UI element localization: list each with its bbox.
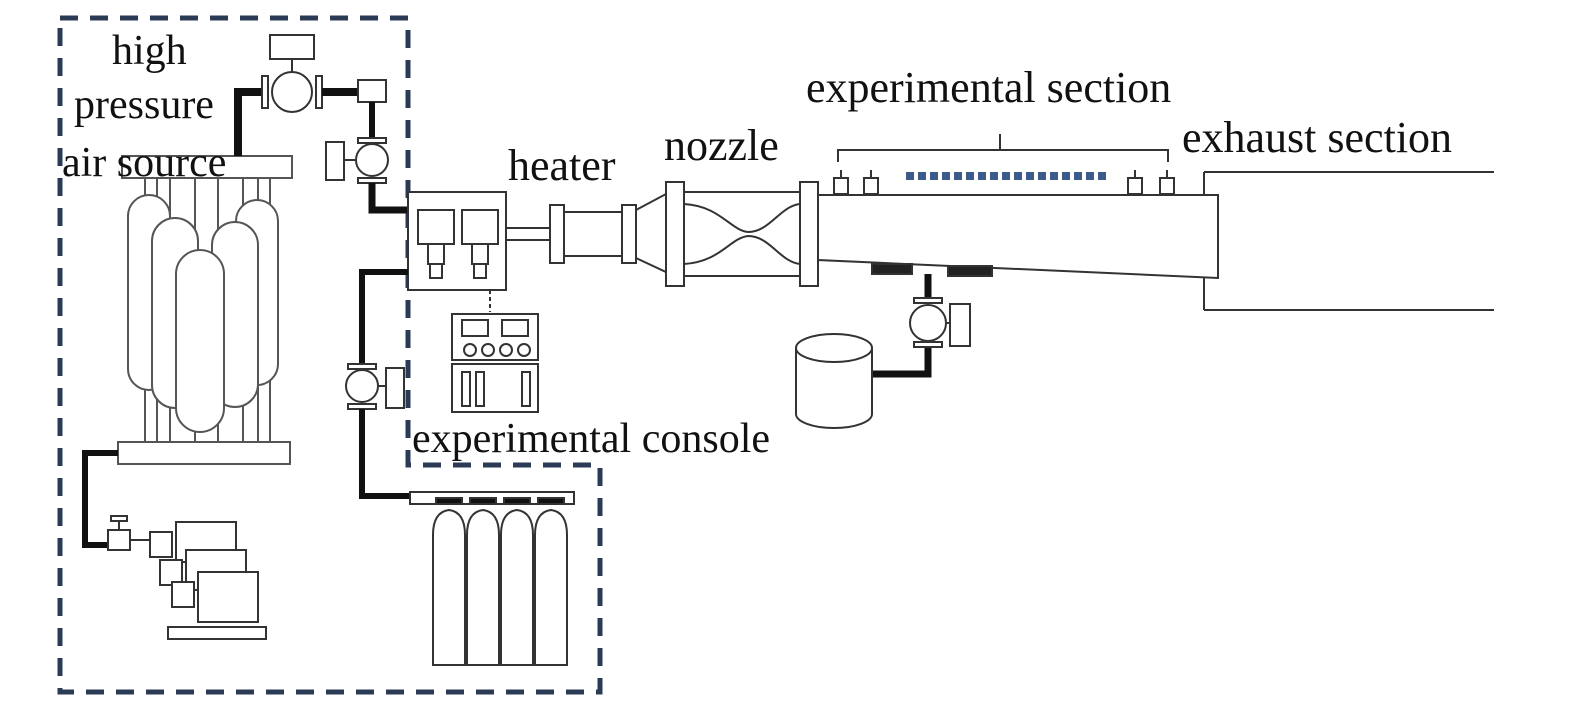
pressure-taps (906, 172, 1106, 180)
small-valve (107, 529, 131, 551)
label-experimental-console: experimental console (412, 416, 770, 462)
gas-bottle (432, 508, 466, 666)
experimental-console-device (451, 313, 539, 413)
label-nozzle: nozzle (664, 121, 779, 170)
dashed-boundary (57, 15, 603, 695)
gas-bottle-bank (409, 491, 575, 666)
label-experimental-section: experimental section (806, 63, 1171, 112)
regulating-valve (325, 137, 389, 184)
label-exhaust-section: exhaust section (1182, 113, 1452, 162)
bottle-manifold-pipe (359, 409, 420, 499)
air-cylinder (175, 249, 225, 433)
valve-to-console-pipe (368, 183, 408, 214)
control-valve-box (407, 191, 507, 291)
gas-bottle (500, 508, 534, 666)
tank-pipe (872, 274, 932, 378)
source-outlet-valve (261, 34, 323, 113)
source-outlet-pipe (234, 88, 268, 156)
air-cylinder-bank (117, 155, 293, 465)
label-air-source-line2: pressure (74, 82, 214, 128)
top-manifold-plate (121, 155, 293, 179)
bottom-fittings (871, 263, 993, 277)
bottom-manifold-plate (117, 441, 291, 465)
label-air-source-line3: air source (62, 140, 226, 186)
exhaust-section (1203, 171, 1494, 311)
label-heater: heater (508, 141, 616, 190)
gas-bottle (534, 508, 568, 666)
bottle-valve (345, 363, 405, 410)
compressor (197, 571, 259, 623)
experimental-section (817, 170, 1219, 280)
tank-valve (909, 297, 971, 348)
tee-fitting (357, 79, 387, 103)
vacuum-tank (795, 333, 873, 429)
nozzle (635, 181, 819, 287)
gas-bottle-supply-pipe (359, 269, 408, 366)
label-air-source-line1: high (112, 28, 187, 74)
compressor-units (107, 515, 267, 640)
experimental-section-brace (837, 134, 1169, 162)
compressor-supply-pipe (82, 450, 118, 548)
heater (505, 204, 637, 264)
compressor-base (167, 626, 267, 640)
gas-bottle (466, 508, 500, 666)
